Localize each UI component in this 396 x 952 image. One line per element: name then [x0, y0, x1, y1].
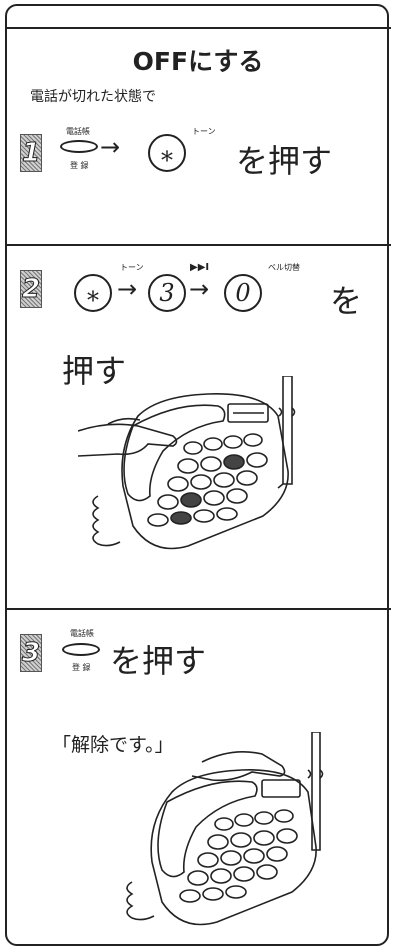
step-1-phonebook-button[interactable]	[60, 140, 98, 153]
step-2-tone-label: トーン	[120, 263, 144, 272]
step-1-arrow: →	[100, 133, 121, 161]
step-2-key-3[interactable]: 3	[148, 274, 186, 312]
step-3-action: を押す	[110, 642, 207, 680]
step-2-action-b: 押す	[62, 352, 127, 390]
step-1-tone-label: トーン	[192, 127, 216, 136]
step-2-number: 2	[20, 270, 42, 308]
step-2-arrow-2: →	[189, 275, 210, 303]
step-3-phonebook-label-bottom: 登 録	[72, 663, 91, 672]
intro-text: 電話が切れた状態で	[30, 89, 156, 105]
step-3-phonebook-button[interactable]	[62, 643, 100, 656]
step-3-phonebook-label-top: 電話帳	[70, 629, 94, 638]
step-1-action: を押す	[236, 142, 333, 180]
step-1-star-key[interactable]: ⁎	[148, 134, 186, 172]
step-2-bell-label: ベル切替	[268, 263, 300, 272]
step-3-number: 3	[20, 634, 42, 672]
divider-1	[5, 244, 391, 246]
step-2-star-key[interactable]: ⁎	[74, 274, 112, 312]
top-divider	[5, 27, 391, 29]
telephone-illustration	[78, 376, 296, 550]
divider-2	[5, 608, 391, 610]
step-3-quote: 「解除です。」	[52, 734, 174, 756]
step-2-skip-label: ▶▶I	[190, 262, 210, 273]
step-2-arrow-1: →	[117, 275, 138, 303]
step-2-action-a: を	[330, 282, 363, 320]
step-1-phonebook-label-bottom: 登 録	[70, 161, 89, 170]
step-1-number: 1	[20, 134, 42, 172]
telephone-illustration-2	[126, 732, 324, 926]
step-1-phonebook-label-top: 電話帳	[66, 127, 90, 136]
step-2-key-0[interactable]: 0	[224, 274, 262, 312]
page-frame	[5, 4, 389, 946]
page-title: OFFにする	[132, 47, 264, 76]
